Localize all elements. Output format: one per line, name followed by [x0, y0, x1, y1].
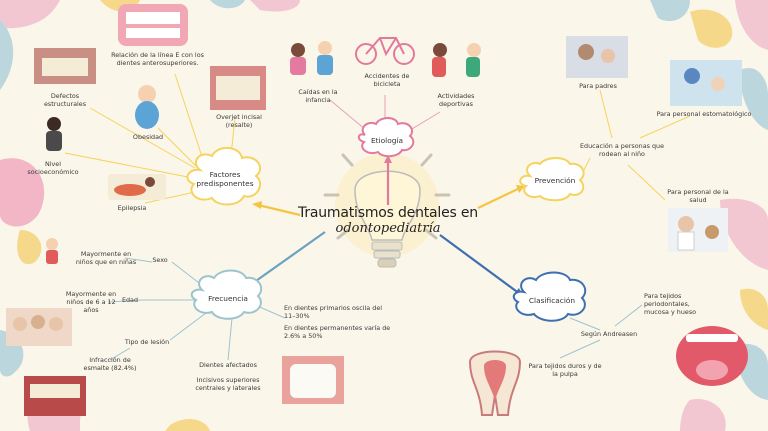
tooth-cross-section-icon	[470, 352, 520, 416]
title-line2: odontopediatría	[288, 221, 488, 236]
node-factores-predisponentes: Factores predisponentes	[194, 170, 256, 188]
factor-epilepsia: Epilepsia	[108, 204, 156, 212]
frecuencia-dientes-permanentes: En dientes permanentes varía de 2.6% a 5…	[284, 324, 394, 340]
prevencion-educacion: Educación a personas que rodean al niño	[576, 142, 668, 158]
factor-nivel-socioeconomico: Nivel socioeconómico	[22, 160, 84, 176]
fracture-teeth-photo	[24, 376, 86, 416]
child-sitting-icon	[46, 117, 62, 151]
bicycle-icon	[356, 38, 414, 64]
falling-kids-icon	[290, 41, 333, 75]
central-title: Traumatismos dentales en odontopediatría	[288, 205, 488, 236]
frecuencia-sexo-detalle: Mayormente en niños que en niñas	[74, 250, 138, 266]
factor-relacion-linea-e: Relación de la línea E con los dientes a…	[100, 51, 215, 67]
open-mouth-icon	[676, 326, 748, 386]
frecuencia-sexo: Sexo	[145, 256, 175, 264]
epilepsy-icon	[108, 174, 166, 200]
arrow-frecuencia	[246, 232, 325, 288]
clasificacion-tejidos-duros: Para tejidos duros y de la pulpa	[526, 362, 604, 378]
frecuencia-tipo-lesion: Tipo de lesión	[118, 338, 176, 346]
teeth-photo-top	[118, 4, 188, 46]
frecuencia-edad: Edad	[116, 296, 144, 304]
prevencion-para-padres: Para padres	[572, 82, 624, 90]
factor-overjet-incisal: Overjet incisal (resalte)	[208, 113, 270, 129]
doctor-photo	[668, 208, 728, 252]
node-etiologia: Etiología	[362, 136, 412, 145]
frecuencia-dientes-primarios: En dientes primarios oscila del 11–30%	[284, 304, 388, 320]
obesity-child-icon	[135, 85, 159, 129]
sports-kids-icon	[432, 43, 481, 77]
prevencion-personal-salud: Para personal de la salud	[662, 188, 734, 204]
overjet-teeth-photo	[210, 66, 266, 110]
prevencion-personal-estomatologico: Para personal estomatológico	[656, 110, 752, 118]
node-prevencion: Prevención	[524, 176, 586, 185]
frecuencia-edad-detalle: Mayormente en niños de 6 a 12 años	[62, 290, 120, 314]
factor-defectos-estructurales: Defectos estructurales	[34, 92, 96, 108]
dentist-photo	[670, 60, 742, 106]
boy-icon	[46, 238, 58, 264]
etiologia-caidas-infancia: Caídas en la infancia	[290, 88, 346, 104]
arrow-clasificacion	[440, 235, 520, 294]
frecuencia-dientes-detalle: Incisivos superiores centrales y lateral…	[188, 376, 268, 392]
factor-obesidad: Obesidad	[124, 133, 172, 141]
frecuencia-tipo-detalle: Infracción de esmalte (82.4%)	[78, 356, 142, 372]
frecuencia-dientes-afectados: Dientes afectados	[192, 361, 264, 369]
clasificacion-tejidos-periodontales: Para tejidos periodontales, mucosa y hue…	[644, 292, 714, 316]
node-clasificacion: Clasificación	[516, 296, 588, 305]
parents-photo	[566, 36, 628, 78]
etiologia-actividades-deportivas: Actividades deportivas	[428, 92, 484, 108]
defect-teeth-photo	[34, 48, 96, 84]
clasificacion-segun-andreasen: Según Andreasen	[576, 330, 642, 338]
title-line1: Traumatismos dentales en	[288, 205, 488, 221]
incisors-photo	[282, 356, 344, 404]
etiologia-accidentes-bicicleta: Accidentes de bicicleta	[358, 72, 416, 88]
node-frecuencia: Frecuencia	[196, 294, 260, 303]
